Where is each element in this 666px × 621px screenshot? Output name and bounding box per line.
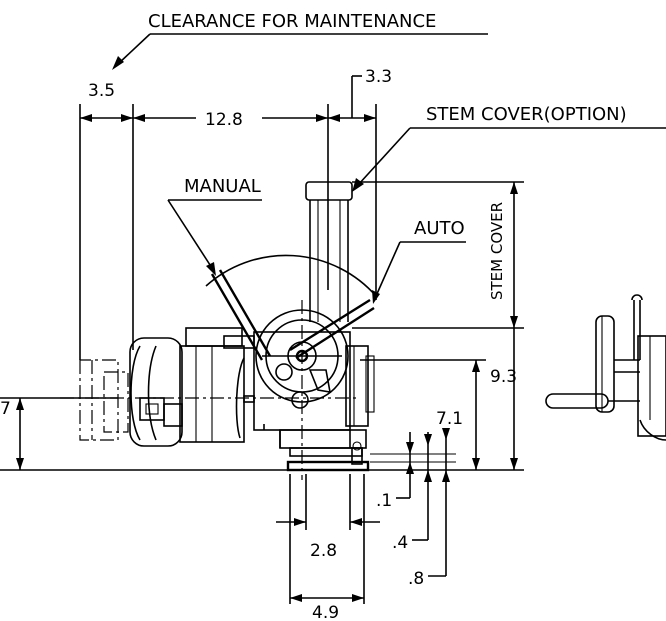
stem-cover-vertical-label: STEM COVER (488, 202, 506, 300)
dim-0-4: .4 (392, 533, 408, 553)
manual-label: MANUAL (184, 176, 261, 197)
dim-left-partial: 7 (0, 399, 11, 419)
dim-0-8: .8 (408, 569, 424, 589)
dim-12-8: 12.8 (205, 110, 243, 130)
dim-3-5: 3.5 (88, 81, 115, 101)
flange-thickness-dims: .1 .4 .8 (370, 428, 456, 589)
clearance-callout: CLEARANCE FOR MAINTENANCE (112, 11, 488, 70)
stem-cover-option-label: STEM COVER(OPTION) (426, 104, 627, 125)
dim-9-3: 9.3 (490, 367, 517, 387)
clearance-label: CLEARANCE FOR MAINTENANCE (148, 11, 436, 32)
auto-callout: AUTO (372, 218, 466, 304)
dim-0-1: .1 (376, 491, 392, 511)
dim-7-1: 7.1 (436, 409, 463, 429)
top-dimension-line: 3.5 12.8 3.3 (79, 67, 392, 360)
base-width-dims: 2.8 4.9 (276, 474, 380, 621)
dim-2-8: 2.8 (310, 541, 337, 561)
auto-label: AUTO (414, 218, 465, 239)
dim-4-9: 4.9 (312, 603, 339, 621)
side-view-partial (545, 294, 666, 441)
right-dimension-lines: 9.3 7.1 (352, 181, 524, 470)
actuator-body (60, 181, 377, 480)
left-dimension: 7 (0, 397, 118, 470)
manual-callout: MANUAL (167, 176, 262, 276)
dim-3-3: 3.3 (365, 67, 392, 87)
stem-cover-option-callout: STEM COVER(OPTION) (352, 104, 666, 192)
